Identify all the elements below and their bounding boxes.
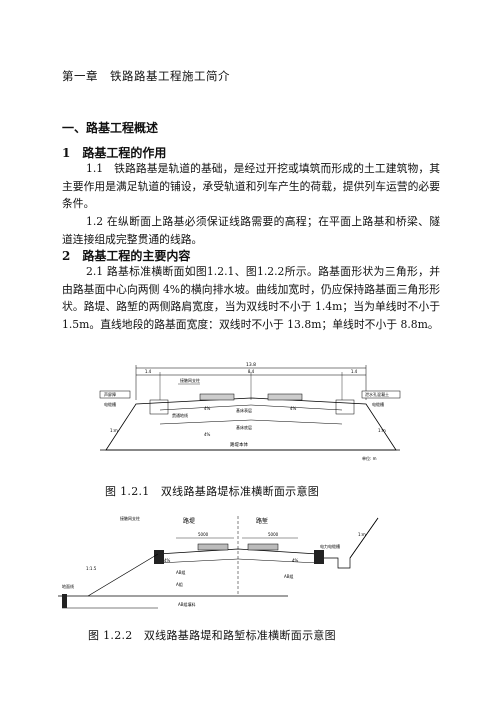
paragraph: 1.2 在纵断面上路基必须保证线路需要的高程；在平面上路基和桥梁、隧道连接组成完… — [62, 215, 440, 246]
slope-right-2: 1:m — [358, 532, 366, 537]
label-pole-2: 接触网支柱 — [120, 515, 140, 521]
label-left-mid: 电缆槽 — [104, 401, 116, 407]
label-right-top: 泄水孔混凝土 — [365, 391, 389, 397]
pct-left: 4% — [164, 558, 171, 563]
material-1: AB组 — [176, 569, 185, 575]
figure-cross-section-embankment: 13.8 1.4 8.4 1.4 接触网支柱 声屏障 电缆槽 泄水孔混凝土 电缆… — [99, 362, 401, 461]
slope-right: 1:m — [378, 428, 386, 433]
figure-cross-section-cut-fill: 接触网支柱 路堤 路堑 5000 5000 1:1.5 1:m 电力电缆槽 4%… — [58, 515, 379, 609]
material-3: AB组 — [284, 573, 293, 579]
label-right-mid: 电缆槽 — [372, 401, 384, 407]
dim-mid: 8.4 — [248, 369, 255, 374]
pct-right: 4% — [292, 558, 299, 563]
label-left-top: 声屏障 — [104, 391, 116, 397]
slope-4-b: 4% — [290, 406, 297, 411]
paragraph: 2.1 路基标准横断面如图1.2.1、图1.2.2所示。路基面形状为三角形，并由… — [62, 265, 440, 331]
figure-caption: 图 1.2.1 双线路基路堤标准横断面示意图 — [105, 485, 320, 498]
dim-right: 1.4 — [351, 369, 358, 374]
slope-left: 1:m — [110, 428, 118, 433]
layer-body: 路堤本体 — [230, 441, 248, 448]
subsection-heading: 1 路基工程的作用 — [62, 146, 167, 160]
figure-caption: 图 1.2.2 双线路基路堤和路堑标准横断面示意图 — [88, 629, 336, 642]
slope-4-c: 4% — [204, 432, 211, 437]
layer-left-note: 贯通地线 — [172, 412, 188, 418]
slope-4-a: 4% — [204, 406, 211, 411]
unit-note: 单位: m — [362, 455, 377, 461]
dim-left-2: 5000 — [198, 532, 209, 537]
label-cut: 路堑 — [256, 517, 268, 525]
dim-total: 13.8 — [246, 362, 256, 368]
label-pole: 接触网支柱 — [180, 377, 200, 383]
subsection-heading: 2 路基工程的主要内容 — [62, 249, 191, 263]
label-ditch: 电力电缆槽 — [320, 543, 340, 549]
material-2: A组 — [176, 581, 183, 587]
layer-top: 基床表层 — [236, 407, 252, 413]
ground-left: 地面线 — [62, 583, 74, 589]
slope-left-2: 1:1.5 — [86, 566, 97, 571]
chapter-title: 第一章 铁路路基工程施工简介 — [62, 69, 230, 83]
layer-mid: 基床底层 — [236, 424, 252, 430]
bottom-label: AB组填料 — [178, 601, 195, 607]
paragraph: 1.1 铁路路基是轨道的基础，是经过开挖或填筑而形成的土工建筑物，其主要作用是满… — [62, 162, 440, 211]
section-heading: 一、路基工程概述 — [62, 121, 159, 135]
dim-right-2: 5000 — [268, 532, 279, 537]
label-fill: 路堤 — [183, 517, 195, 525]
dim-left: 1.4 — [145, 369, 152, 374]
